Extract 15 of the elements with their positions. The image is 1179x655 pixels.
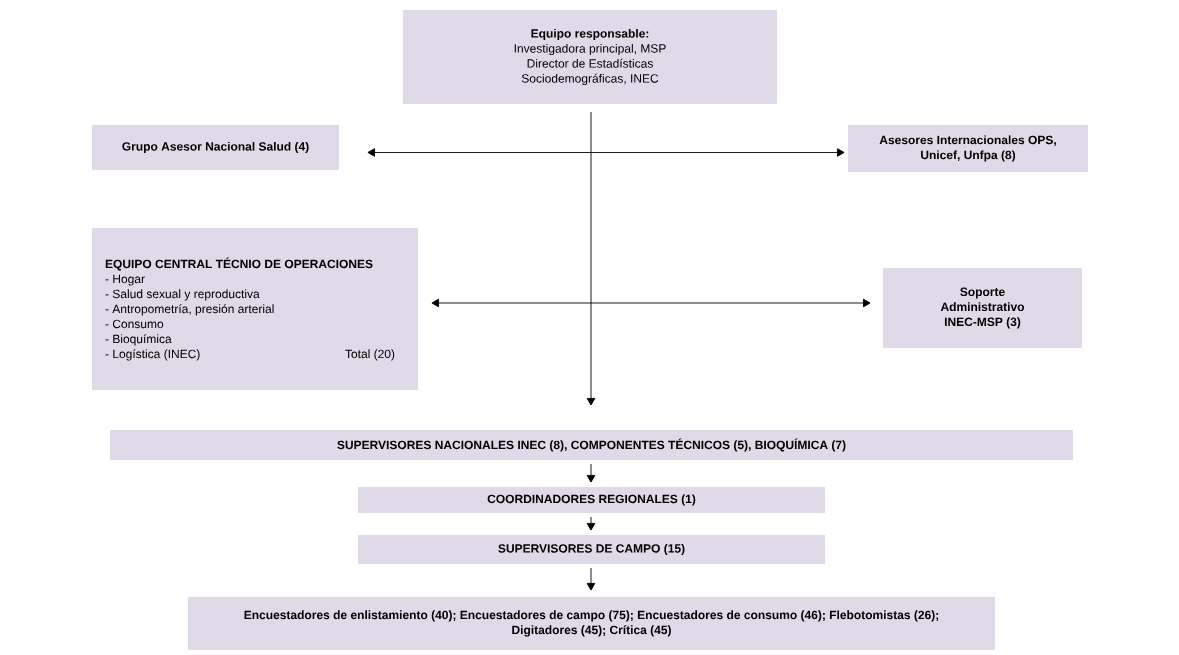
arrow <box>431 298 871 308</box>
text-box: EQUIPO CENTRAL TÉCNIO DE OPERACIONES - Hogar - Salud sexual y reproductiva - Antropometría, presión arterial - Consumo - Bioquímica - Logística (INEC) Total (20) <box>92 228 418 390</box>
arrow <box>586 463 596 483</box>
arrow <box>586 111 596 406</box>
arrow <box>367 148 845 157</box>
text-box: SUPERVISORES NACIONALES INEC (8), COMPONENTES TÉCNICOS (5), BIOQUÍMICA (7) <box>110 430 1073 460</box>
text-box: SUPERVISORES DE CAMPO (15) <box>358 535 825 564</box>
text-box: Equipo responsable: Investigadora principal, MSP Director de Estadísticas Sociodemográficas, INEC <box>403 10 777 104</box>
arrow <box>586 567 596 591</box>
arrow <box>586 516 596 531</box>
text-box: Encuestadores de enlistamiento (40); Encuestadores de campo (75); Encuestadores de consumo (46); Flebotomistas (26); Digitadores (45); Crítica (45) <box>188 597 995 650</box>
text-box: COORDINADORES REGIONALES (1) <box>358 487 825 513</box>
text-box: Grupo Asesor Nacional Salud (4) <box>92 125 339 170</box>
text-box: Soporte Administrativo INEC-MSP (3) <box>883 268 1082 348</box>
text-box: Asesores Internacionales OPS, Unicef, Unfpa (8) <box>848 125 1088 172</box>
